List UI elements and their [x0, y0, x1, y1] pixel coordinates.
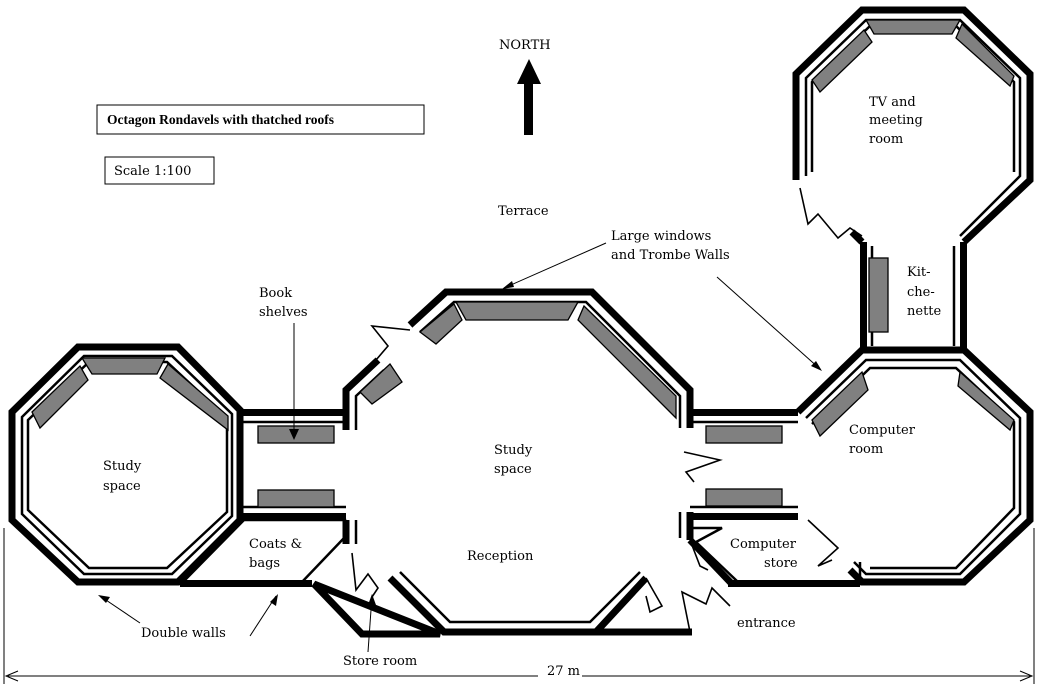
plan-title: Octagon Rondavels with thatched roofs	[107, 112, 334, 127]
tv-room-label-line3: room	[869, 132, 903, 147]
book-shelves-label-line2: shelves	[259, 305, 308, 320]
entrance-label: entrance	[737, 616, 796, 631]
store-room	[311, 552, 442, 638]
tv-room-label-line1: TV and	[869, 95, 916, 110]
central-octagon-room	[342, 288, 723, 636]
left-octagon-room	[8, 343, 244, 586]
north-arrow: NORTH	[499, 38, 551, 135]
right-corridor	[690, 409, 798, 520]
center-study-label-line2: space	[494, 462, 532, 477]
computer-room-label-line2: room	[849, 442, 883, 457]
north-label: NORTH	[499, 38, 551, 53]
title-box: Octagon Rondavels with thatched roofs	[96, 104, 425, 135]
coats-bags-room	[180, 518, 347, 587]
kitchenette-label-line1: Kit-	[907, 265, 931, 280]
large-windows-label-line1: Large windows	[611, 229, 711, 244]
kitchenette-window	[868, 257, 889, 333]
left-corridor	[240, 409, 346, 520]
left-study-label-line1: Study	[103, 459, 142, 474]
book-shelf-bottom	[257, 489, 335, 508]
terrace-label: Terrace	[498, 204, 549, 219]
tv-room-label-line2: meeting	[869, 113, 923, 128]
large-windows-label-line2: and Trombe Walls	[611, 248, 730, 263]
entrance-path	[592, 586, 731, 636]
right-corridor-window-bottom	[705, 488, 783, 507]
room-labels: Terrace Large windows and Trombe Walls B…	[103, 95, 942, 669]
dimension-line: 27 m	[3, 528, 1035, 684]
left-study-label-line2: space	[103, 479, 141, 494]
annotation-arrows	[98, 242, 822, 653]
center-study-label-line1: Study	[494, 443, 533, 458]
kitchenette	[799, 187, 967, 350]
reception-label: Reception	[467, 549, 534, 564]
coats-label-line1: Coats &	[249, 537, 302, 552]
computer-room-label-line1: Computer	[849, 423, 916, 438]
store-room-label: Store room	[343, 654, 417, 669]
right-corridor-window-top	[705, 425, 783, 444]
book-shelves-label-line1: Book	[259, 286, 292, 301]
dimension-label: 27 m	[547, 664, 580, 679]
double-walls-label: Double walls	[141, 626, 226, 641]
north-arrow-icon	[517, 59, 541, 135]
scale-label: Scale 1:100	[114, 164, 191, 179]
kitchenette-label-line3: nette	[907, 304, 942, 319]
computer-room-octagon	[795, 346, 1034, 586]
computer-store-label-line2: store	[764, 556, 798, 571]
kitchenette-label-line2: che-	[907, 285, 935, 300]
computer-store-label-line1: Computer	[730, 537, 797, 552]
computer-store	[687, 519, 862, 587]
tv-meeting-room-octagon	[792, 6, 1034, 245]
scale-box: Scale 1:100	[104, 156, 215, 185]
coats-label-line2: bags	[249, 556, 280, 571]
